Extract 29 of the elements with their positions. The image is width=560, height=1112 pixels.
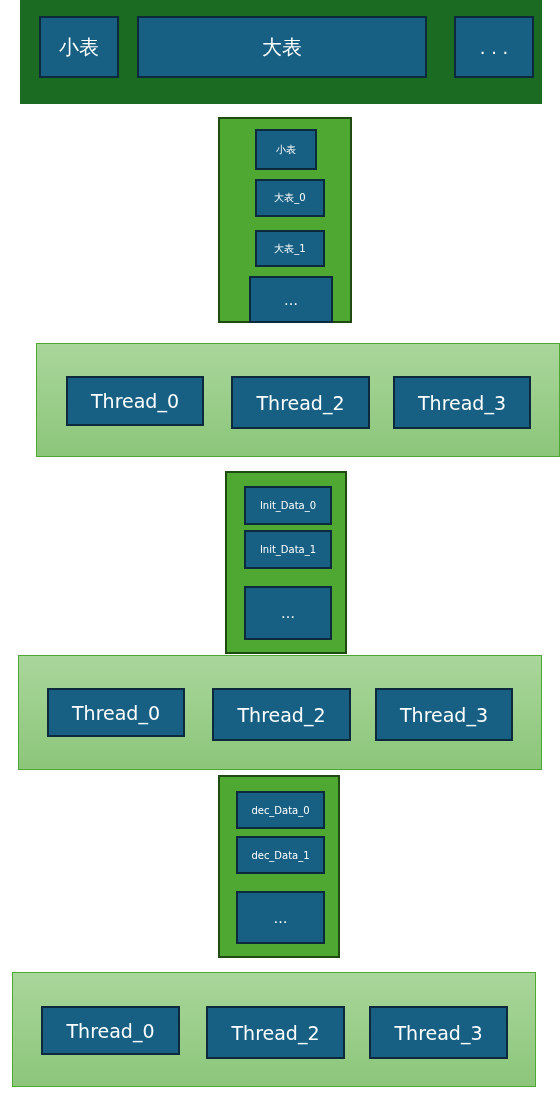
data-box: … [236, 891, 325, 944]
thread-panel [36, 343, 560, 457]
data-box: … [244, 586, 332, 640]
data-box: Init_Data_0 [244, 486, 332, 525]
data-box: Thread_3 [369, 1006, 508, 1059]
data-box: 大表_0 [255, 179, 325, 217]
thread-panel [12, 972, 536, 1087]
data-box: . . . [454, 16, 534, 78]
data-box: Thread_2 [231, 376, 370, 429]
data-box: dec_Data_1 [236, 836, 325, 874]
data-box: Thread_3 [375, 688, 513, 741]
data-box: 小表 [255, 129, 317, 170]
data-box: 大表 [137, 16, 427, 78]
thread-panel [18, 655, 542, 770]
data-box: 小表 [39, 16, 119, 78]
queue-column [218, 775, 340, 958]
data-box: Thread_0 [66, 376, 204, 426]
queue-column [218, 117, 352, 323]
data-box: Init_Data_1 [244, 530, 332, 569]
data-box: … [249, 276, 333, 323]
table-band [20, 0, 542, 104]
data-box: Thread_0 [47, 688, 185, 737]
data-box: 大表_1 [255, 230, 325, 267]
data-box: Thread_2 [206, 1006, 345, 1059]
data-box: Thread_0 [41, 1006, 180, 1055]
queue-column [225, 471, 347, 654]
data-box: dec_Data_0 [236, 791, 325, 829]
data-box: Thread_3 [393, 376, 531, 429]
data-box: Thread_2 [212, 688, 351, 741]
